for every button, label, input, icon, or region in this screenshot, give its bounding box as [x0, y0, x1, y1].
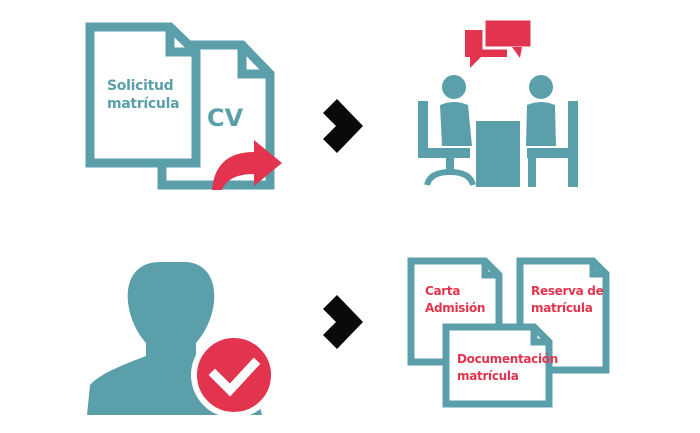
- meeting-icon: [418, 17, 578, 187]
- form-document-icon: [85, 22, 201, 168]
- form-label-line2: matrícula: [107, 96, 180, 112]
- reservation-line1: Reserva de: [531, 284, 604, 298]
- admission-letter-label: Carta Admisión: [425, 283, 485, 317]
- speech-bubbles-icon: [465, 17, 534, 68]
- check-badge-icon: [191, 332, 277, 418]
- reservation-line2: matrícula: [531, 301, 593, 315]
- letter-line1: Carta: [425, 284, 461, 298]
- approved-user-icon: [87, 262, 277, 418]
- admission-documents-icon: [407, 257, 610, 408]
- enrollment-reservation-label: Reserva de matrícula: [531, 283, 604, 317]
- documentation-line1: Documentación: [457, 352, 558, 366]
- cv-label: CV: [207, 104, 244, 132]
- documentation-line2: matrícula: [457, 369, 519, 383]
- chevron-right-icon: [323, 295, 363, 349]
- form-label-line1: Solicitud: [107, 78, 174, 94]
- application-documents-icon: [85, 22, 282, 190]
- chevron-right-icon: [323, 99, 363, 153]
- send-arrow-icon: [212, 140, 282, 190]
- enrollment-documentation-label: Documentación matrícula: [457, 351, 558, 385]
- document-icon: [442, 323, 553, 408]
- application-form-label: Solicitud matrícula: [107, 77, 180, 113]
- letter-line2: Admisión: [425, 301, 486, 315]
